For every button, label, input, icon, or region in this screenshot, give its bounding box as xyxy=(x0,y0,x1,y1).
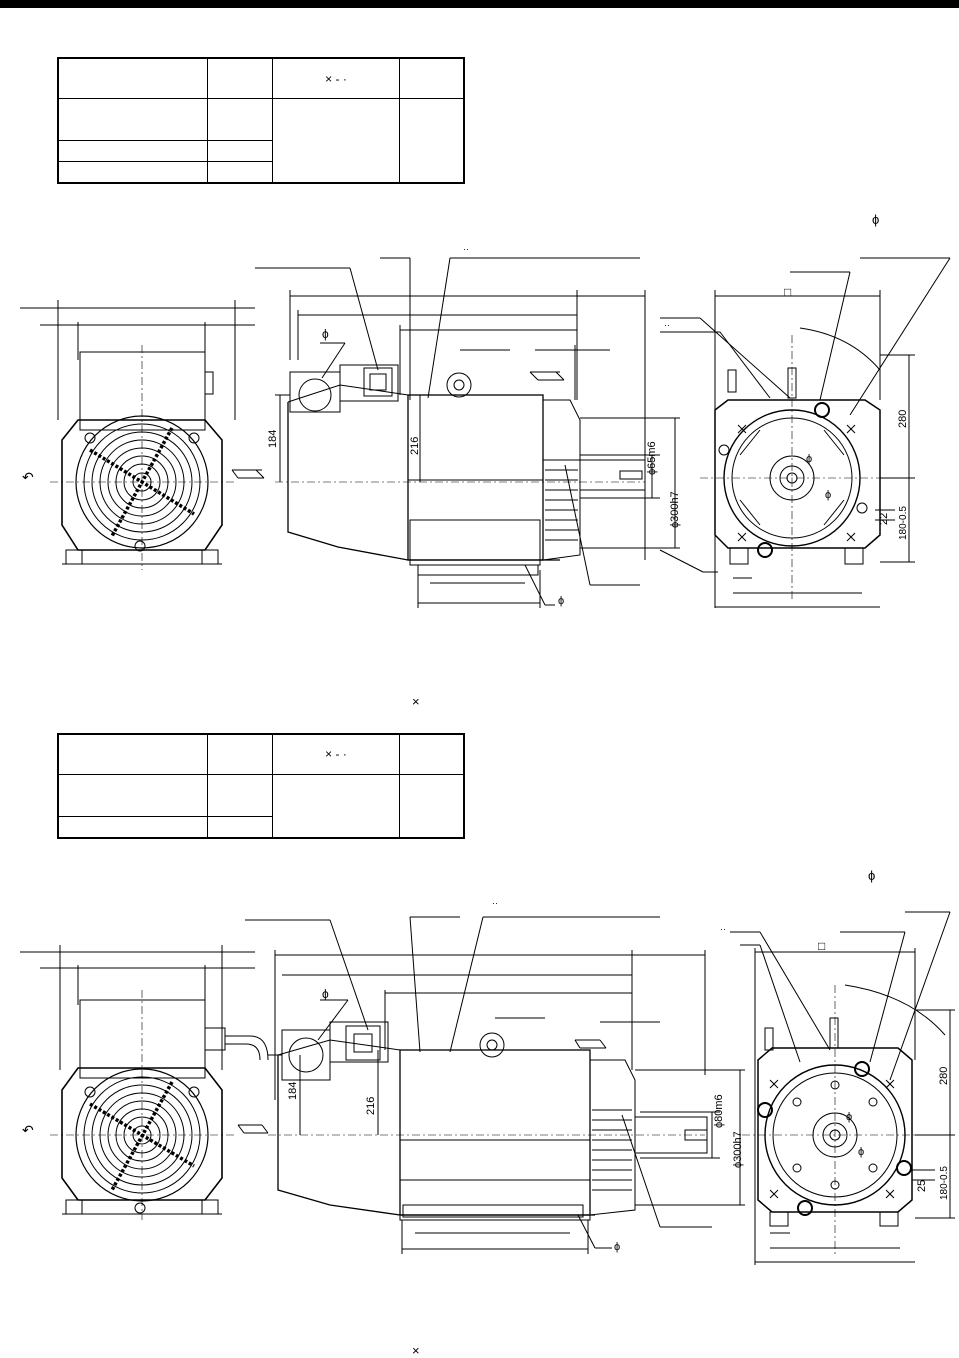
cell xyxy=(399,98,465,184)
cell xyxy=(207,733,273,775)
spec-table-2: × - · xyxy=(57,733,465,839)
times-note-2: × xyxy=(412,1343,420,1358)
dash-symbol: - xyxy=(335,747,340,762)
quote-mark: ·· xyxy=(492,898,498,908)
cell xyxy=(57,773,208,817)
phi-label: ϕ xyxy=(322,987,329,1001)
motor-drawing-2: 184 216 ϕ80m6 ϕ300h7 280 25 180-0.5 ϕ ϕ … xyxy=(20,898,955,1265)
cell xyxy=(57,98,208,141)
phi-label: ϕ xyxy=(846,1111,852,1123)
cell xyxy=(57,161,208,184)
dim-216: 216 xyxy=(365,1097,377,1115)
phi-label: ϕ xyxy=(825,489,831,501)
cell xyxy=(207,815,273,839)
header-symbol-cell: × - · xyxy=(272,57,400,100)
page-header-bar xyxy=(0,0,959,8)
quote-mark: ·· xyxy=(463,244,469,254)
phi-label: ϕ xyxy=(858,1146,864,1158)
cell xyxy=(57,733,208,775)
dash-symbol: - xyxy=(335,71,340,86)
cell xyxy=(207,98,273,141)
front-view-1 xyxy=(659,257,951,608)
dim-180: 180-0.5 xyxy=(939,1166,950,1200)
times-symbol: × xyxy=(325,747,333,762)
dim-280: 280 xyxy=(897,410,909,428)
cell xyxy=(57,139,208,163)
cell xyxy=(57,815,208,839)
side-view-2 xyxy=(245,916,745,1254)
dot-symbol: · xyxy=(342,747,347,762)
dim-184: 184 xyxy=(267,430,279,448)
cell xyxy=(399,733,465,775)
quote-mark: ·· xyxy=(664,320,670,330)
rear-view-1 xyxy=(20,300,265,570)
dim-shaft-dia: ϕ65m6 xyxy=(646,441,658,475)
phi-label: ϕ xyxy=(806,453,812,465)
dim-216: 216 xyxy=(409,437,421,455)
dim-180: 180-0.5 xyxy=(898,506,909,540)
cell xyxy=(207,773,273,817)
times-note-1: × xyxy=(412,694,420,709)
dim-25: 25 xyxy=(916,1180,928,1192)
cell xyxy=(399,773,465,839)
dim-spigot-dia: ϕ300h7 xyxy=(732,1131,744,1168)
cell xyxy=(207,139,273,163)
phi-note-1: ϕ xyxy=(872,212,880,227)
square-symbol: □ xyxy=(818,939,825,953)
phi-note-2: ϕ xyxy=(868,868,876,883)
dim-22: 22 xyxy=(878,513,890,525)
square-symbol: □ xyxy=(784,285,791,299)
quote-mark: ·· xyxy=(720,924,726,934)
cell xyxy=(272,98,400,184)
header-symbol-cell: × - · xyxy=(272,733,400,775)
times-symbol: × xyxy=(325,71,333,86)
dim-shaft-dia: ϕ80m6 xyxy=(713,1094,725,1128)
cell xyxy=(207,57,273,100)
cell xyxy=(399,57,465,100)
front-view-2 xyxy=(730,911,955,1265)
dim-280: 280 xyxy=(938,1067,950,1085)
rotation-arrow-icon: ↶ xyxy=(22,469,34,485)
dot-symbol: · xyxy=(342,71,347,86)
cell xyxy=(207,161,273,184)
rear-view-2 xyxy=(20,945,269,1220)
dim-spigot-dia: ϕ300h7 xyxy=(669,491,681,528)
cell xyxy=(57,57,208,100)
side-view-1 xyxy=(255,257,680,608)
motor-drawing-1: 184 216 ϕ65m6 ϕ300h7 280 22 180-0.5 ϕ ϕ … xyxy=(20,244,951,608)
phi-label: ϕ xyxy=(614,1241,620,1253)
spec-table-1: × - · xyxy=(57,57,465,184)
dim-184: 184 xyxy=(287,1082,299,1100)
phi-label: ϕ xyxy=(322,327,329,341)
cell xyxy=(272,773,400,839)
phi-label: ϕ xyxy=(558,595,564,607)
rotation-arrow-icon: ↶ xyxy=(22,1122,34,1138)
